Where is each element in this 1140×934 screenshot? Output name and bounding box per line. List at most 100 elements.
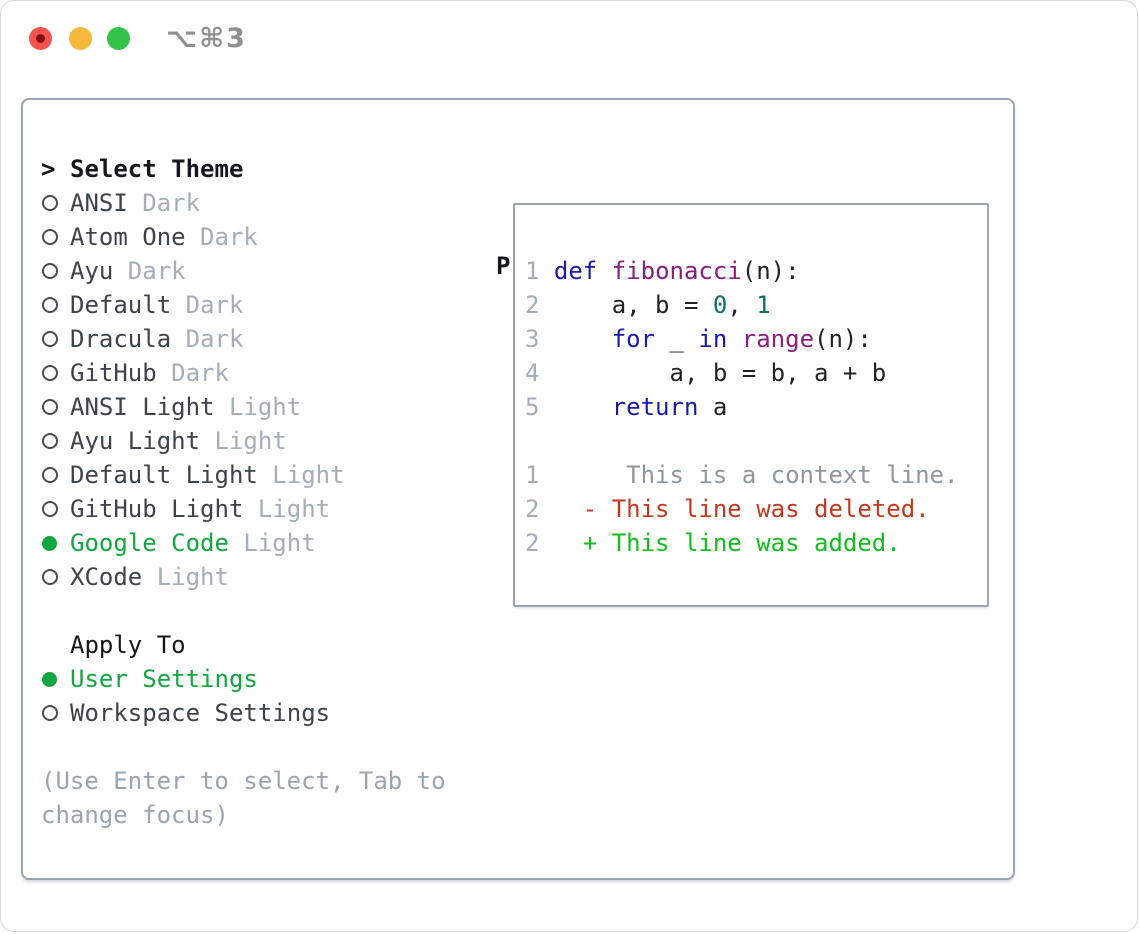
radio-icon: [42, 569, 58, 585]
row-marker: [41, 501, 70, 517]
theme-name: Dracula: [70, 325, 172, 353]
theme-option-github-light[interactable]: GitHub Light Light: [41, 492, 481, 526]
radio-icon: [42, 365, 58, 381]
theme-name: ANSI: [70, 189, 128, 217]
theme-option-github[interactable]: GitHub Dark: [41, 356, 481, 390]
row-marker: [41, 297, 70, 313]
radio-icon: [42, 705, 58, 721]
theme-list-header: >Select Theme: [41, 152, 481, 186]
line-number: 3: [525, 325, 540, 353]
theme-variant: Dark: [156, 359, 229, 387]
row-marker: >: [41, 155, 70, 183]
apply-option-label: Workspace Settings: [70, 699, 331, 727]
radio-selected-icon: [42, 671, 57, 687]
theme-option-ayu-light[interactable]: Ayu Light Light: [41, 424, 481, 458]
focus-prompt-icon: >: [41, 155, 56, 183]
diff-line: 2 + This line was added.: [525, 529, 901, 557]
theme-option-ayu[interactable]: Ayu Dark: [41, 254, 481, 288]
theme-option-atom-one[interactable]: Atom One Dark: [41, 220, 481, 254]
theme-option-xcode[interactable]: XCode Light: [41, 560, 481, 594]
row-marker: [41, 671, 70, 687]
theme-option-default-light[interactable]: Default Light Light: [41, 458, 481, 492]
row-marker: [41, 569, 70, 585]
theme-name: GitHub Light: [70, 495, 244, 523]
row-marker: [41, 365, 70, 381]
radio-selected-icon: [42, 535, 57, 551]
theme-variant: Dark: [171, 325, 244, 353]
diff-line: 1 This is a context line.: [525, 461, 959, 489]
apply-to-title: Apply To: [70, 631, 186, 659]
radio-icon: [42, 297, 58, 313]
help-text-line-1: (Use Enter to select, Tab to: [41, 767, 446, 795]
line-number: 1: [525, 257, 540, 285]
row-marker: [41, 467, 70, 483]
theme-variant: Light: [228, 529, 316, 557]
theme-option-ansi-light[interactable]: ANSI Light Light: [41, 390, 481, 424]
close-button-icon[interactable]: [29, 27, 52, 50]
minimize-button-icon[interactable]: [69, 27, 92, 50]
apply-to-header: Apply To: [41, 628, 481, 662]
line-number: 2: [525, 495, 540, 523]
theme-option-ansi[interactable]: ANSI Dark: [41, 186, 481, 220]
line-number: 5: [525, 393, 540, 421]
row-marker: [41, 229, 70, 245]
theme-name: Default Light: [70, 461, 258, 489]
theme-variant: Dark: [185, 223, 258, 251]
theme-name: Atom One: [70, 223, 186, 251]
theme-name: ANSI Light: [70, 393, 215, 421]
diff-line: 2 - This line was deleted.: [525, 495, 930, 523]
theme-option-default[interactable]: Default Dark: [41, 288, 481, 322]
code-line: 3 for _ in range(n):: [525, 325, 872, 353]
row-marker: [41, 195, 70, 211]
row-marker: [41, 263, 70, 279]
theme-name: Ayu: [70, 257, 114, 285]
theme-variant: Light: [142, 563, 229, 591]
spacer-line: [525, 424, 987, 458]
row-marker: [41, 535, 70, 551]
theme-variant: Dark: [171, 291, 244, 319]
row-marker: [41, 331, 70, 347]
theme-variant: Dark: [127, 189, 201, 217]
theme-variant: Light: [200, 427, 287, 455]
apply-option-label: User Settings: [70, 665, 258, 693]
code-line: 4 a, b = b, a + b: [525, 359, 887, 387]
radio-icon: [42, 433, 58, 449]
window-titlebar: ⌥⌘3: [1, 1, 1137, 77]
zoom-button-icon[interactable]: [107, 27, 130, 50]
theme-option-dracula[interactable]: Dracula Dark: [41, 322, 481, 356]
line-number: 4: [525, 359, 540, 387]
row-marker: [41, 705, 70, 721]
row-marker: [41, 399, 70, 415]
radio-icon: [42, 331, 58, 347]
radio-icon: [42, 195, 58, 211]
window-title: ⌥⌘3: [166, 23, 247, 54]
radio-icon: [42, 467, 58, 483]
apply-option-workspace-settings[interactable]: Workspace Settings: [41, 696, 481, 730]
code-line: 5 return a: [525, 393, 728, 421]
line-number: 1: [525, 461, 540, 489]
theme-name: Google Code: [70, 529, 229, 557]
theme-variant: Light: [243, 495, 331, 523]
row-marker: [41, 433, 70, 449]
theme-name: Ayu Light: [70, 427, 201, 455]
theme-name: Default: [70, 291, 172, 319]
radio-icon: [42, 501, 58, 517]
spacer-row: [41, 594, 481, 628]
code-line: 2 a, b = 0, 1: [525, 291, 771, 319]
apply-option-user-settings[interactable]: User Settings: [41, 662, 481, 696]
radio-icon: [42, 263, 58, 279]
line-number: 2: [525, 291, 540, 319]
theme-name: GitHub: [70, 359, 157, 387]
theme-option-google-code[interactable]: Google Code Light: [41, 526, 481, 560]
theme-variant: Light: [214, 393, 302, 421]
radio-icon: [42, 229, 58, 245]
line-number: 2: [525, 529, 540, 557]
theme-name: XCode: [70, 563, 143, 591]
radio-icon: [42, 399, 58, 415]
theme-variant: Dark: [113, 257, 186, 285]
spacer-row: [41, 730, 481, 764]
